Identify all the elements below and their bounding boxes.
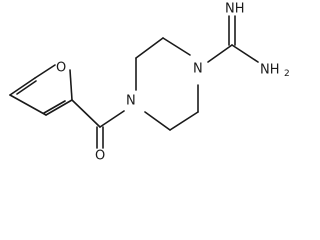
atom-furan-oxygen: O bbox=[56, 61, 66, 76]
bond-furan-c3-c3-double bbox=[43, 100, 66, 114]
bond-pip-c5-c6 bbox=[169, 111, 199, 131]
molecule-diagram: O O N N NH NH 2 bbox=[9, 2, 290, 164]
bond-furan-o-c2 bbox=[69, 69, 73, 101]
bond-furan-c3-c4 bbox=[9, 94, 47, 116]
bond-n4-amidine-c bbox=[207, 44, 233, 63]
structure-canvas: O O N N NH NH 2 bbox=[9, 1, 290, 164]
bond-pip-c3-n4 bbox=[162, 37, 191, 56]
furan-ring bbox=[9, 64, 73, 116]
bond-furan-c4-c5-double bbox=[16, 80, 37, 95]
carbonyl-group bbox=[71, 99, 125, 149]
atom-piperazine-n-right: N bbox=[193, 62, 203, 77]
bond-furan-c2-c3 bbox=[45, 99, 73, 116]
bond-amidine-c-nh2 bbox=[231, 44, 259, 63]
bond-furan-carbonyl bbox=[71, 99, 101, 128]
bond-carbonyl-n bbox=[99, 110, 125, 128]
atom-carbonyl-oxygen: O bbox=[95, 149, 105, 164]
amidine-group bbox=[207, 15, 259, 63]
bond-pip-c6-n1 bbox=[144, 111, 171, 131]
bond-furan-c5-o bbox=[34, 64, 56, 79]
atom-amine-subscript: 2 bbox=[284, 69, 290, 79]
atom-piperazine-n-left: N bbox=[126, 94, 136, 109]
bond-furan-c4-c5 bbox=[9, 77, 36, 96]
atom-amine-nh2: NH bbox=[260, 63, 280, 78]
bond-pip-c2-c3 bbox=[135, 37, 164, 59]
atom-imine-nh: NH bbox=[225, 2, 245, 17]
piperazine-ring bbox=[135, 37, 199, 131]
